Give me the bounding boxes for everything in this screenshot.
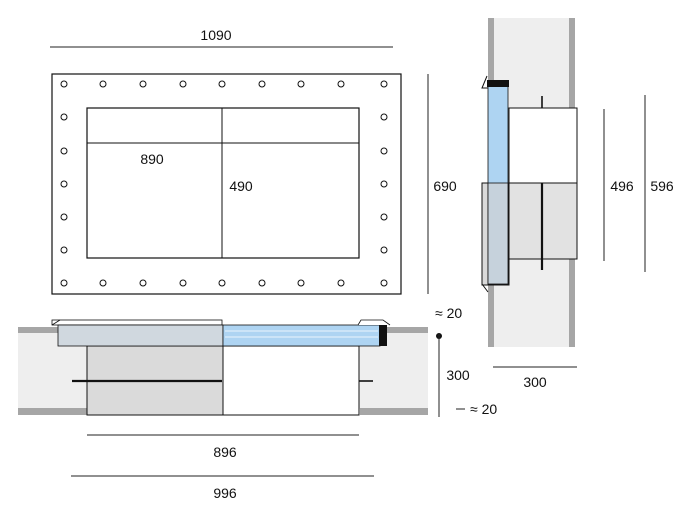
bolt-hole: [258, 279, 266, 287]
dim-label-490: 490: [229, 178, 253, 194]
bolt-hole: [139, 80, 147, 88]
frame-flange-top: [481, 75, 488, 89]
dim-label-996: 996: [213, 485, 237, 501]
dim-label-300-section: 300: [446, 367, 470, 383]
frame-flange-right: [357, 319, 391, 326]
frame-flange-left: [51, 319, 61, 326]
bolt-hole: [60, 246, 68, 254]
bolt-hole: [297, 80, 305, 88]
frame-flange-bottom: [481, 283, 489, 293]
side-section: 496 596 300: [481, 18, 674, 390]
bolt-hole: [380, 246, 388, 254]
bolt-hole: [380, 213, 388, 221]
glass-pane-lower: [487, 182, 509, 285]
bolt-hole: [337, 80, 345, 88]
wall-bottom-right: [360, 408, 428, 415]
front-view: 1090 890 490: [50, 27, 457, 295]
wall-top-left: [18, 327, 88, 333]
bottom-section: ≈ 20 300 ≈ 20 896 996: [18, 305, 497, 501]
dim-label-596: 596: [650, 178, 674, 194]
section-box-right: [222, 345, 360, 416]
bolt-hole: [380, 147, 388, 155]
bolt-hole: [258, 80, 266, 88]
bolt-hole: [218, 80, 226, 88]
dim-label-896: 896: [213, 444, 237, 460]
wall-bottom-left: [18, 408, 88, 415]
bolt-holes: [60, 80, 388, 287]
dim-label-890: 890: [140, 151, 164, 167]
inner-opening: [86, 107, 360, 259]
bolt-hole: [60, 113, 68, 121]
bolt-hole: [380, 180, 388, 188]
bolt-hole: [60, 80, 68, 88]
bolt-hole: [380, 279, 388, 287]
bolt-hole: [337, 279, 345, 287]
frame-cap: [487, 80, 509, 87]
glass-strip-left: [57, 324, 224, 347]
bolt-hole: [99, 80, 107, 88]
bolt-hole: [60, 180, 68, 188]
dim-label-1090: 1090: [200, 27, 231, 43]
bolt-hole: [297, 279, 305, 287]
bolt-hole: [60, 147, 68, 155]
frame-lip-left: [51, 319, 223, 326]
dim-label-300-side: 300: [523, 374, 547, 390]
bolt-hole: [179, 80, 187, 88]
wall-top-right: [360, 327, 428, 333]
dim-label-overlap: ≈ 20: [435, 305, 462, 321]
bolt-hole: [99, 279, 107, 287]
upper-box: [508, 107, 578, 184]
glass-strip-right: [222, 324, 381, 347]
dim-label-690: 690: [433, 178, 457, 194]
dim-label-gap: ≈ 20: [470, 401, 497, 417]
bolt-hole: [380, 113, 388, 121]
bolt-hole: [60, 213, 68, 221]
frame-cap-right: [379, 325, 387, 346]
bolt-hole: [60, 279, 68, 287]
bolt-hole: [179, 279, 187, 287]
bolt-hole: [380, 80, 388, 88]
bolt-hole: [139, 279, 147, 287]
dim-label-496: 496: [610, 178, 634, 194]
bolt-hole: [218, 279, 226, 287]
